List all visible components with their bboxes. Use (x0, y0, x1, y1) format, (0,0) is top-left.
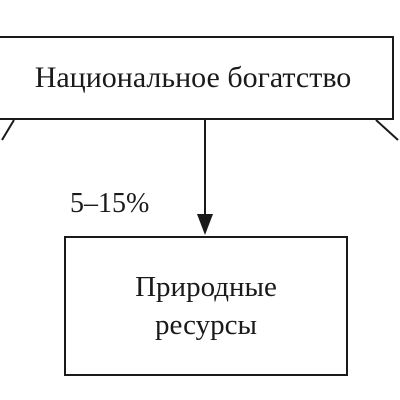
national-wealth-node: Национальное богатство (0, 36, 394, 120)
national-wealth-label: Национальное богатство (34, 61, 352, 94)
right-branch-connector (375, 119, 399, 141)
center-arrowhead (197, 214, 213, 235)
share-percentage-label: 5–15% (70, 188, 150, 219)
natural-resources-label: Природные ресурсы (135, 271, 277, 341)
natural-resources-node: Природные ресурсы (64, 236, 348, 376)
left-branch-connector (1, 119, 15, 141)
